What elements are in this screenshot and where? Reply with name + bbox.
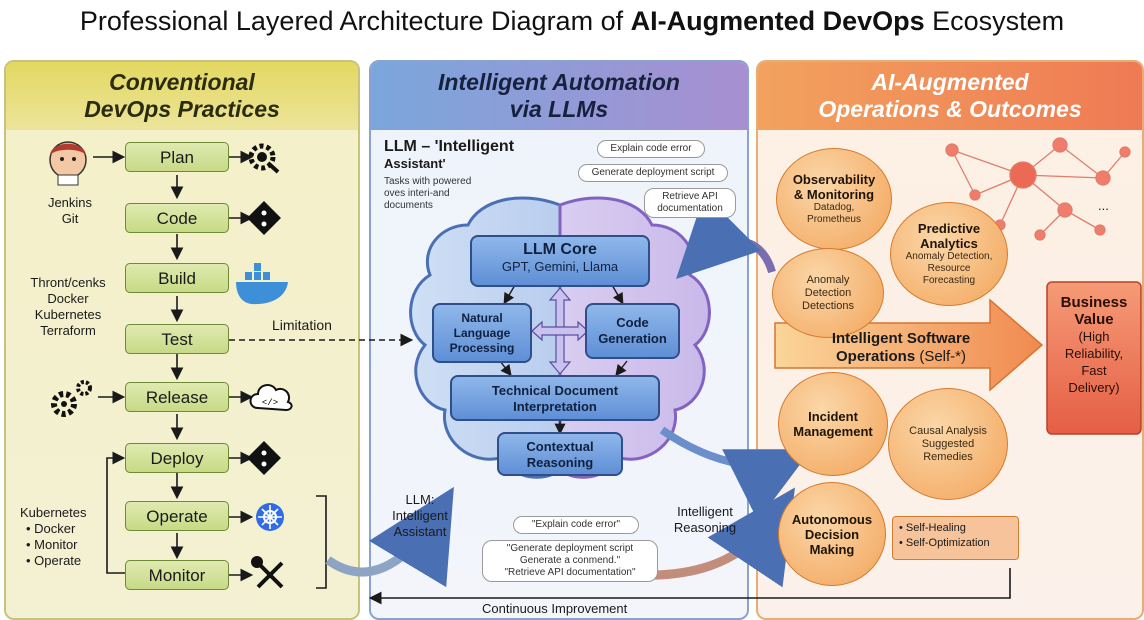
network-ellipsis: ...	[1098, 198, 1109, 213]
incident-management-circle: Incident Management	[778, 372, 888, 476]
llm-assistant-title: LLM – 'Intelligent Assistant'	[384, 138, 515, 171]
step-build: Build	[125, 263, 229, 293]
continuous-improvement-label: Continuous Improvement	[482, 601, 628, 616]
anomaly-detection-circle: Anomaly Detection Detections	[772, 248, 884, 338]
panel-heading-automation: Intelligent Automation via LLMs	[371, 62, 747, 130]
jenkins-avatar-icon	[49, 141, 87, 186]
tools-top-list: Jenkins Git	[47, 195, 93, 226]
network-graph-icon	[945, 137, 1131, 241]
nlp-box: Natural Language Processing	[432, 303, 532, 363]
tools-icon	[251, 556, 284, 589]
code-generation-box: Code Generation	[585, 303, 680, 359]
continuous-improvement-arrow	[368, 568, 1011, 605]
business-value-box	[1046, 281, 1142, 435]
contextual-reasoning-box: Contextual Reasoning	[497, 432, 623, 476]
bubble-generate-deployment-script: Generate deployment script	[578, 164, 728, 182]
iso-arrow	[774, 298, 1044, 392]
diagram-title: Professional Layered Architecture Diagra…	[79, 6, 1065, 36]
panel-heading-conventional: Conventional DevOps Practices	[6, 62, 358, 130]
business-value-text: Business Value (High Reliability, Fast D…	[1060, 294, 1128, 395]
gear-search-icon	[248, 143, 280, 174]
autonomous-decision-circle: Autonomous Decision Making	[778, 482, 886, 586]
curve-arrow-monitor-to-llm	[325, 486, 454, 588]
step-operate: Operate	[125, 501, 229, 531]
intelligent-reasoning-label: Intelligent Reasoning	[673, 504, 737, 535]
pipeline-arrows	[93, 150, 327, 589]
tech-doc-box: Technical Document Interpretation	[450, 375, 660, 421]
cloud-code-icon: </>	[249, 384, 293, 412]
bubble-deployment-commands: "Generate deployment script Generate a c…	[482, 540, 658, 582]
git-icon	[247, 201, 281, 235]
step-test: Test	[125, 324, 229, 354]
step-plan: Plan	[125, 142, 229, 172]
limitation-label: Limitation	[272, 317, 332, 333]
self-healing-list: • Self-Healing • Self-Optimization	[892, 516, 1019, 560]
tools-build-list: Thront/cenks Docker Kubernetes Terraform	[30, 275, 106, 338]
predictive-analytics-circle: Predictive Analytics Anomaly Detection, …	[890, 202, 1008, 306]
causal-analysis-circle: Causal Analysis Suggested Remedies	[888, 388, 1008, 500]
bubble-retrieve-api-docs: Retrieve API documentation	[644, 188, 736, 218]
bubble-explain-code-error: Explain code error	[597, 140, 705, 158]
iso-label: Intelligent Software Operations (Self-*)	[831, 330, 971, 365]
git-icon	[247, 441, 281, 475]
curve-arrow-brain-to-incident	[659, 426, 812, 521]
panel-heading-operations: AI-Augmented Operations & Outcomes	[758, 62, 1142, 130]
kubernetes-icon	[256, 503, 284, 531]
step-code: Code	[125, 203, 229, 233]
brain-inner-arrows	[499, 284, 628, 435]
step-release: Release	[125, 382, 229, 412]
llm-description: Tasks with powered oves interi-and docum…	[384, 176, 472, 211]
curve-arrow-anomaly-to-llm	[676, 194, 776, 279]
step-monitor: Monitor	[125, 560, 229, 590]
llm-core-box: LLM Core GPT, Gemini, Llama	[470, 235, 650, 287]
observability-circle: Observability & Monitoring Datadog, Prom…	[776, 148, 892, 250]
bubble-explain-code-error-bottom: "Explain code error"	[513, 516, 639, 534]
gears-icon	[51, 380, 92, 417]
step-deploy: Deploy	[125, 443, 229, 473]
llm-intelligent-assistant-label: LLM: Intelligent Assistant	[392, 492, 448, 539]
ops-list: Kubernetes • Docker • Monitor • Operate	[20, 505, 87, 568]
svg-text:</>: </>	[262, 398, 278, 408]
docker-icon	[236, 263, 288, 305]
